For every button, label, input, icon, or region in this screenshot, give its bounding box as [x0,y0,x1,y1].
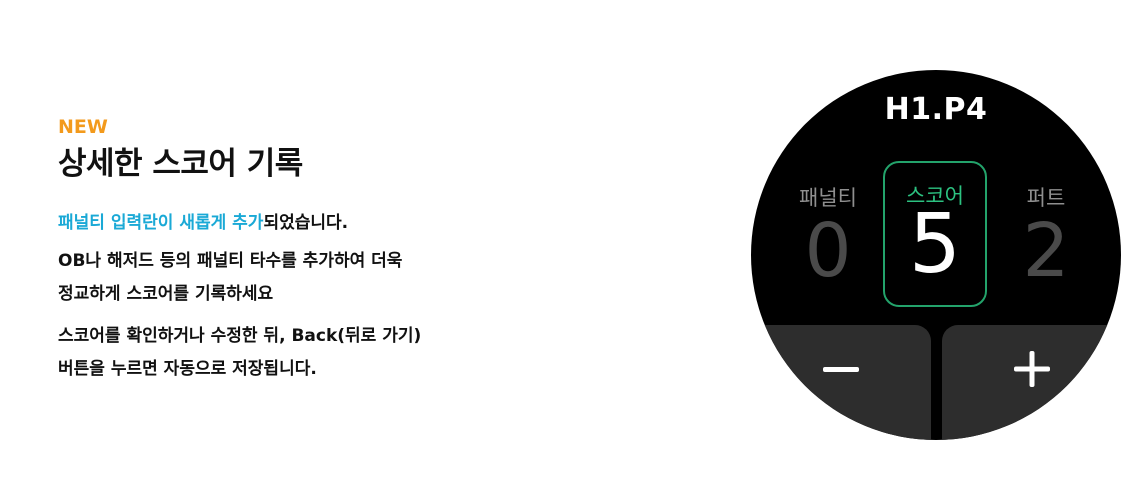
decrement-button[interactable] [751,325,931,440]
feature-lead: 패널티 입력란이 새롭게 추가되었습니다. [58,210,578,236]
score-value: 5 [908,197,962,292]
putt-stat[interactable]: 퍼트 2 [1001,185,1091,291]
plus-icon [1013,351,1050,387]
watch-screen: H1.P4 패널티 0 스코어 5 퍼트 2 [751,70,1121,440]
penalty-value: 0 [804,208,852,294]
penalty-description: OB나 해저드 등의 패널티 타수를 추가하여 더욱 정교하게 스코어를 기록하… [58,245,578,311]
lead-highlight: 패널티 입력란이 새롭게 추가 [58,213,264,233]
save-description-line2: 버튼을 누르면 자동으로 저장됩니다. [58,359,317,379]
hole-par-title: H1.P4 [884,92,988,127]
increment-button[interactable] [942,325,1121,440]
save-description-line1: 스코어를 확인하거나 수정한 뒤, Back(뒤로 가기) [58,326,422,346]
penalty-description-line2: 정교하게 스코어를 기록하세요 [58,284,274,304]
penalty-label: 패널티 [799,186,857,210]
putt-value: 2 [1022,208,1070,294]
score-label: 스코어 [906,184,964,208]
penalty-stat[interactable]: 패널티 0 [783,185,873,291]
new-badge: NEW [58,116,108,138]
score-stat-selected[interactable]: 스코어 5 [883,161,987,307]
feature-headline: 상세한 스코어 기록 [58,146,303,182]
lead-rest: 되었습니다. [263,213,349,233]
penalty-description-line1: OB나 해저드 등의 패널티 타수를 추가하여 더욱 [58,251,403,271]
save-description: 스코어를 확인하거나 수정한 뒤, Back(뒤로 가기) 버튼을 누르면 자동… [58,320,578,386]
feature-description: NEW 상세한 스코어 기록 패널티 입력란이 새롭게 추가되었습니다. OB나… [58,114,578,386]
minus-icon [823,367,859,372]
putt-label: 퍼트 [1026,186,1066,210]
